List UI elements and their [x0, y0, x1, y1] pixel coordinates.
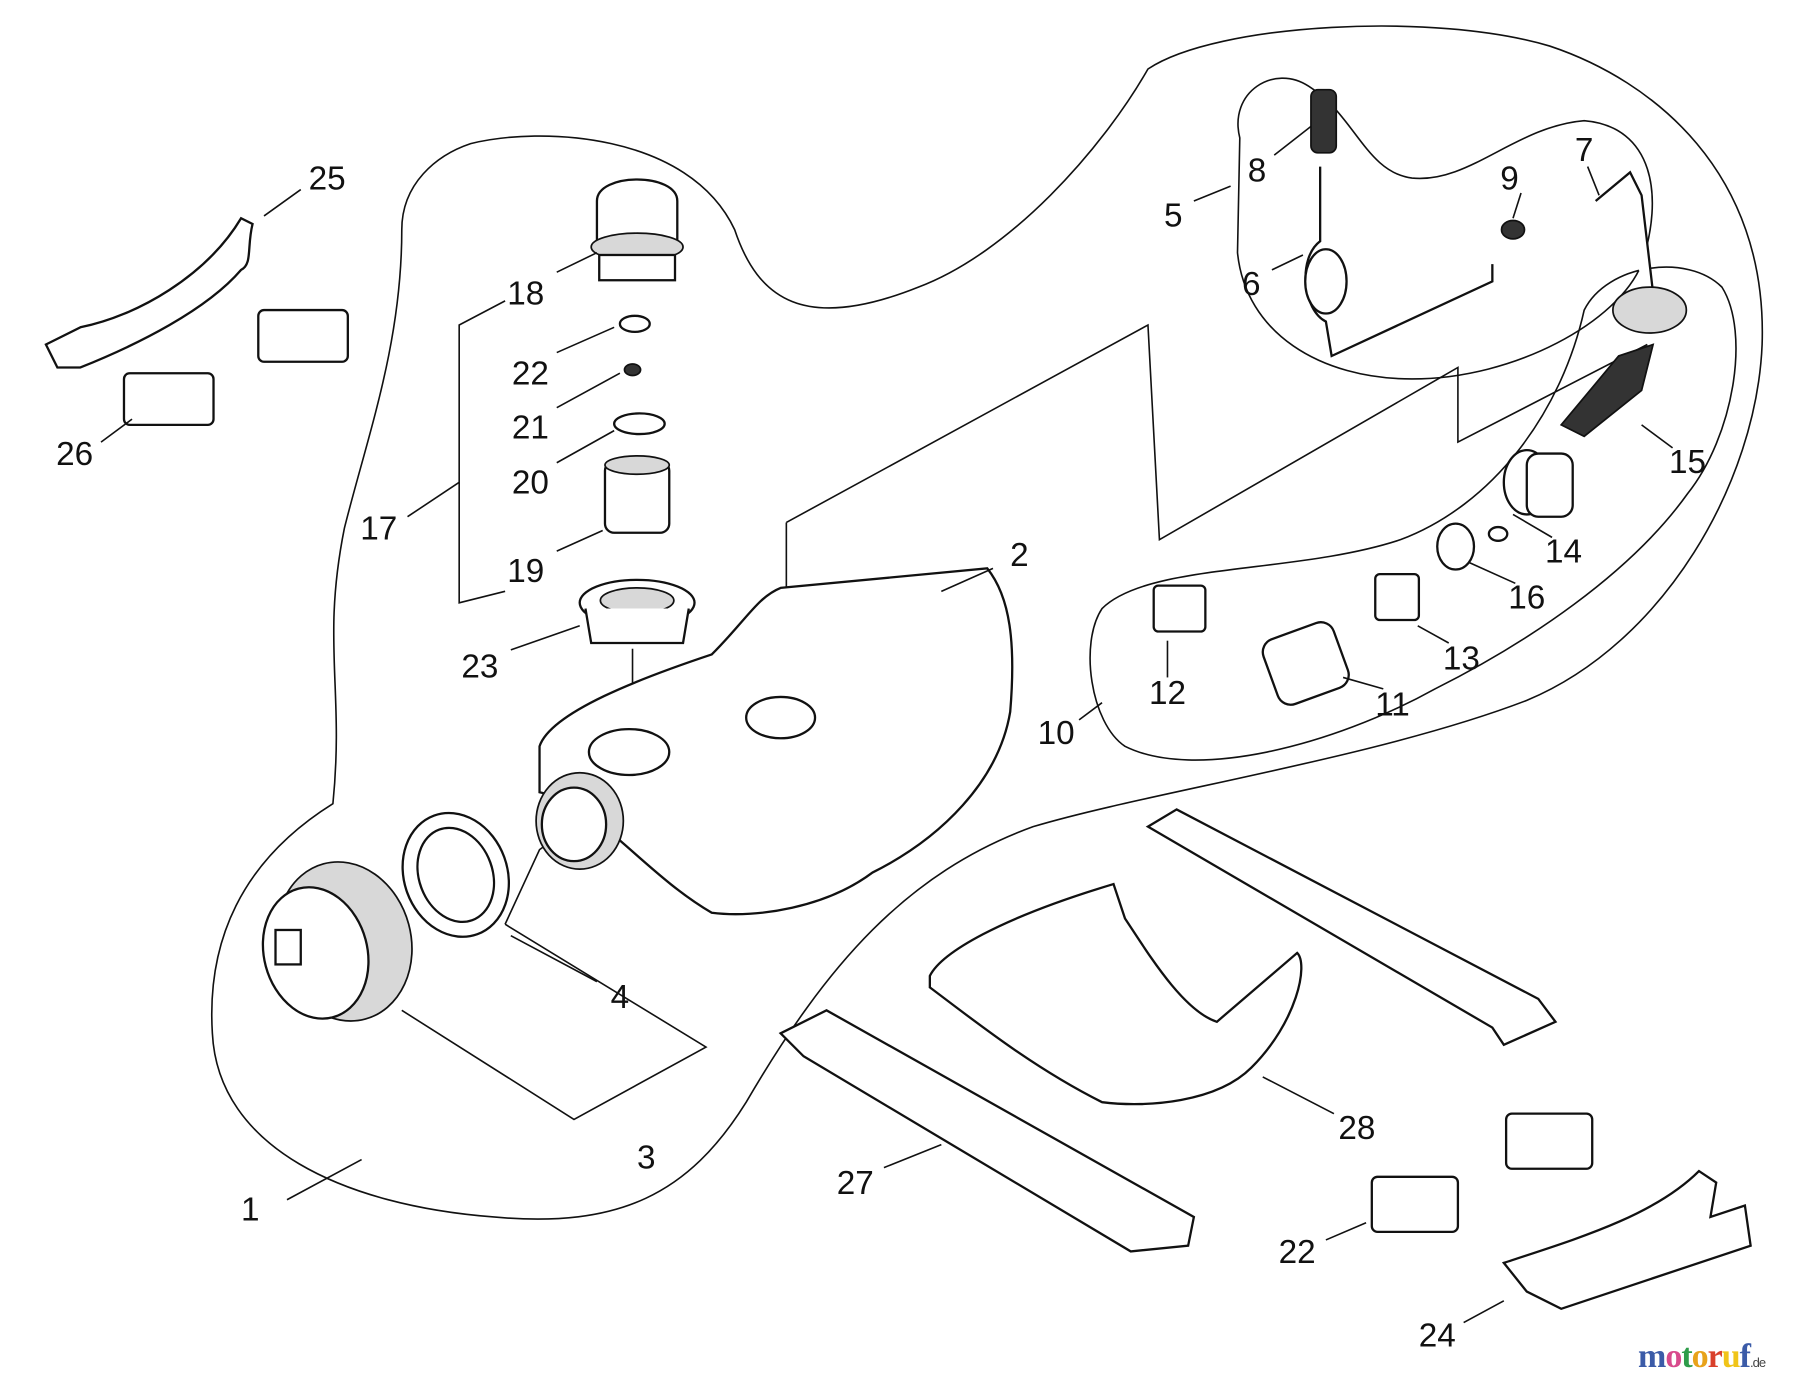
callout-label-7: 7	[1575, 132, 1594, 169]
pad-22c	[1504, 1112, 1594, 1170]
part-20-washer	[613, 412, 666, 436]
group-outline-hose	[1236, 77, 1654, 380]
callout-label-11: 11	[1375, 686, 1410, 723]
callout-label-10: 10	[1038, 715, 1075, 752]
watermark-suffix: .de	[1750, 1355, 1766, 1370]
group-outline-tank-assembly	[210, 25, 1763, 1220]
callout-label-14: 14	[1545, 534, 1582, 571]
callout-label-17: 17	[360, 511, 397, 548]
callout-label-9: 9	[1500, 161, 1519, 198]
strap-27	[778, 1009, 1196, 1253]
pad-26a	[122, 372, 215, 427]
gasket-4	[401, 811, 511, 938]
watermark-letter: o	[1665, 1338, 1682, 1375]
bracket-line-17	[458, 300, 506, 604]
callout-label-28: 28	[1338, 1110, 1375, 1147]
part-19-valve	[603, 455, 671, 534]
watermark-letter: r	[1707, 1338, 1723, 1375]
callout-label-20: 20	[512, 465, 549, 502]
callout-label-22: 22	[512, 356, 549, 393]
part-21-nut	[623, 363, 642, 377]
callout-label-27: 27	[837, 1165, 874, 1202]
callout-label-26: 26	[56, 436, 93, 473]
callout-label-4: 4	[611, 979, 630, 1016]
cap-18	[590, 178, 684, 282]
fuel-tank-2	[535, 567, 1014, 916]
callout-label-25: 25	[309, 161, 346, 198]
watermark-letter: o	[1691, 1338, 1709, 1375]
watermark-letter: u	[1721, 1338, 1741, 1375]
bracket-24	[1501, 1169, 1752, 1311]
watermark-logo: motoruf.de	[1638, 1338, 1766, 1376]
watermark-letter: m	[1638, 1338, 1666, 1375]
callout-label-16: 16	[1508, 580, 1545, 617]
callout-label-2: 2	[1010, 537, 1029, 574]
bracket-25	[44, 216, 254, 369]
leader-lines	[100, 125, 1674, 1324]
filter-parts	[1152, 448, 1574, 706]
strap-top	[1145, 808, 1558, 1047]
callout-label-22: 22	[1279, 1234, 1316, 1271]
pad-22b	[1370, 1175, 1460, 1234]
callout-label-24: 24	[1419, 1318, 1456, 1355]
callout-label-6: 6	[1242, 266, 1261, 303]
callout-label-23: 23	[461, 648, 498, 685]
group-outline-filter	[1089, 266, 1737, 761]
callout-label-19: 19	[507, 553, 544, 590]
callout-label-5: 5	[1164, 197, 1183, 234]
tank-mount-28	[928, 882, 1303, 1106]
callout-label-15: 15	[1669, 444, 1706, 481]
pad-26b	[257, 308, 349, 363]
callout-label-1: 1	[241, 1191, 260, 1228]
callout-label-21: 21	[512, 410, 549, 447]
callout-label-18: 18	[507, 275, 544, 312]
callout-label-12: 12	[1149, 675, 1186, 712]
callout-label-13: 13	[1443, 640, 1480, 677]
hose-assembly-5	[1304, 88, 1688, 438]
watermark-letter: f	[1739, 1338, 1751, 1375]
part-22-disc	[618, 314, 651, 334]
fuel-cap-3	[261, 861, 413, 1022]
callout-label-3: 3	[637, 1140, 656, 1177]
part-23-collar	[578, 578, 696, 645]
callout-label-8: 8	[1248, 153, 1267, 190]
watermark-letter: t	[1681, 1338, 1692, 1375]
